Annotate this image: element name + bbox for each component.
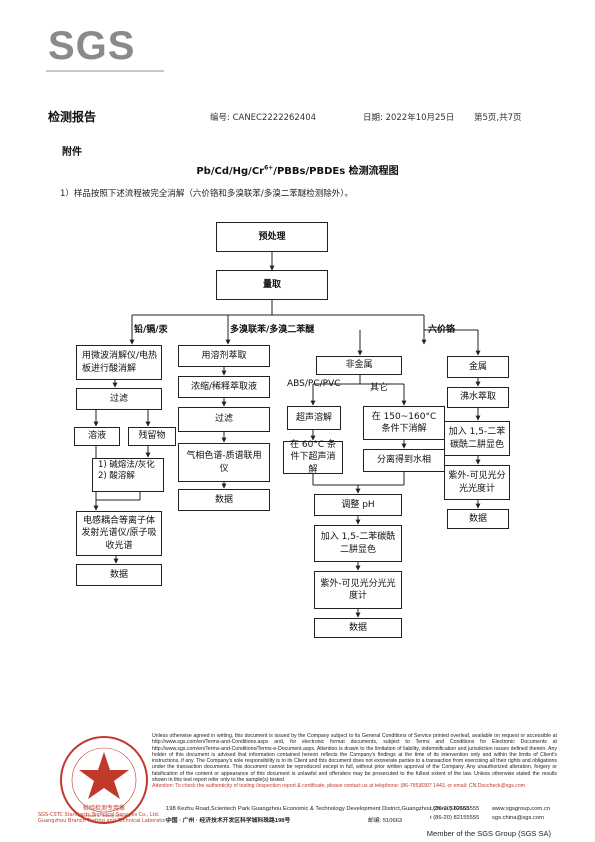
filter-box: 过滤: [76, 388, 162, 410]
separate-aqueous-box: 分离得到水相: [363, 449, 445, 472]
seal-english-text: Inspection & Testing Services: [78, 813, 130, 818]
abs-pc-pvc-label: ABS/PC/PVC: [287, 379, 341, 389]
uv-vis-box-metal: 紫外-可见光分光光度计: [444, 465, 510, 500]
uv-vis-box: 紫外-可见光分光光度计: [314, 571, 402, 609]
digest-150-160-box: 在 150~160°C 条件下消解: [363, 406, 445, 440]
solvent-extraction-box: 用溶剂萃取: [178, 345, 270, 367]
report-number: 编号: CANEC2222262404: [210, 113, 317, 123]
website-link[interactable]: www.sgsgroup.com.cn: [492, 806, 550, 812]
sgs-logo: SGS: [48, 24, 136, 68]
residue-treatment-box: 1) 碱熔法/灰化 2) 酸溶解: [92, 458, 164, 492]
add-dpc-box: 加入 1,5-二苯碳酰二肼显色: [314, 525, 402, 562]
company-seal: 检验检测专用章 Inspection & Testing Services: [60, 736, 148, 824]
icp-aas-box: 电感耦合等离子体发射光谱仪/原子吸收光谱: [76, 511, 162, 556]
acid-dissolve-step: 2) 酸溶解: [98, 471, 135, 482]
concentrate-dilute-box: 浓缩/稀释萃取液: [178, 376, 270, 398]
residue-box: 残留物: [128, 427, 176, 446]
postcode: 邮编: 510663: [368, 818, 403, 824]
data-box-metal: 数据: [447, 509, 509, 529]
flowchart-title: Pb/Cd/Hg/Cr6+/PBBs/PBDEs 检测流程图: [196, 164, 399, 177]
gcms-box: 气相色谱-质谱联用仪: [178, 443, 270, 482]
branch-label-hexavalent-chromium: 六价铬: [428, 325, 456, 335]
data-box-metals: 数据: [76, 564, 162, 586]
data-box-pbb: 数据: [178, 489, 270, 511]
seal-center-text: 检验检测专用章: [83, 804, 125, 812]
adjust-ph-box: 调整 pH: [314, 494, 402, 516]
report-date: 日期: 2022年10月25日: [363, 113, 455, 123]
filter-box-pbb: 过滤: [178, 407, 270, 432]
member-statement: Member of the SGS Group (SGS SA): [426, 829, 551, 838]
seal-company-name: SGS-CSTC Standards Technical Services Co…: [38, 812, 170, 824]
telephone-2: t (86-20) 82155555: [430, 815, 480, 821]
metal-box: 金属: [447, 356, 509, 378]
footer-disclaimer: Unless otherwise agreed in writing, this…: [152, 733, 557, 790]
acid-digestion-box: 用微波消解仪/电热板进行酸消解: [76, 345, 162, 380]
other-label: 其它: [370, 383, 389, 393]
alkali-fusion-step: 1) 碱熔法/灰化: [98, 460, 155, 470]
process-note: 1）样品按照下述流程被完全消解（六价铬和多溴联苯/多溴二苯醚检测除外）。: [60, 189, 354, 199]
pretreatment-box: 预处理: [216, 222, 328, 252]
telephone-1: t (86-20) 82155555: [430, 806, 480, 812]
address-english: 198 Kezhu Road,Scientech Park Guangzhou …: [166, 806, 470, 812]
ultrasonic-dissolve-box: 超声溶解: [287, 406, 341, 430]
branch-label-pbb-pbde: 多溴联苯/多溴二苯醚: [230, 325, 315, 335]
page-number: 第5页,共7页: [474, 113, 522, 123]
branch-label-heavy-metals: 铅/镉/汞: [134, 325, 168, 335]
email-link[interactable]: sgs.china@sgs.com: [492, 815, 544, 821]
logo-divider: [46, 70, 164, 72]
measure-box: 量取: [216, 270, 328, 300]
ultrasonic-60c-box: 在 60°C 条件下超声消解: [283, 440, 343, 475]
add-dpc-box-metal: 加入 1,5-二苯碳酰二肼显色: [444, 421, 510, 456]
authenticity-notice: Attention: To check the authenticity of …: [152, 783, 526, 790]
report-title: 检测报告: [48, 110, 97, 124]
nonmetal-box: 非金属: [316, 356, 402, 375]
data-box-nonmetal: 数据: [314, 618, 402, 638]
appendix-label: 附件: [62, 147, 82, 158]
boiling-water-extraction-box: 沸水萃取: [447, 387, 509, 408]
address-chinese: 中国 · 广州 · 经济技术开发区科学城科珠路198号: [166, 818, 291, 824]
solution-box: 溶液: [74, 427, 120, 446]
